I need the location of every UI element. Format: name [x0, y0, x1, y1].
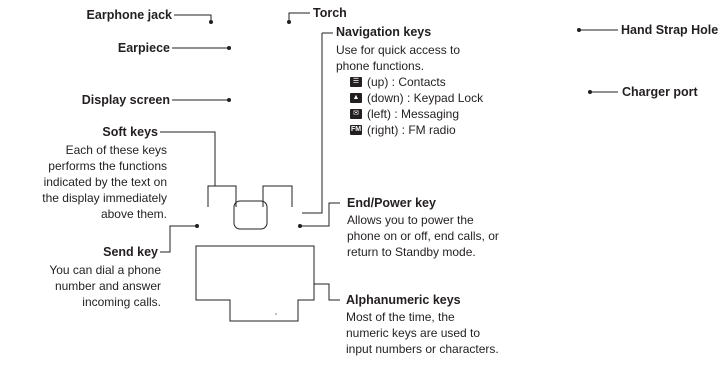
hand-strap-dot	[577, 28, 581, 32]
navigation-keys-leader	[302, 33, 323, 214]
alphanumeric-leader	[314, 283, 340, 301]
earpiece-dot	[227, 46, 231, 50]
send-key-description: You can dial a phone number and answer i…	[49, 263, 161, 309]
navigation-keys-label: Navigation keys	[336, 25, 432, 39]
end-power-key-label: End/Power key	[347, 196, 436, 210]
soft-keys-label: Soft keys	[102, 125, 158, 139]
torch-label: Torch	[313, 6, 347, 20]
end-key-dot	[298, 224, 302, 228]
send-key-leader	[160, 225, 197, 253]
earphone-jack-leader	[174, 14, 212, 22]
nav-item-right: (right) : FM radio	[367, 123, 456, 137]
charger-port-label: Charger port	[622, 85, 698, 99]
soft-keys-leader	[160, 131, 216, 186]
send-key-label: Send key	[103, 245, 158, 259]
navigation-key-outline	[233, 200, 268, 230]
end-power-leader	[300, 202, 340, 227]
torch-leader	[288, 12, 310, 22]
soft-key-bracket-right	[262, 185, 293, 207]
end-power-key-description: Allows you to power the phone on or off,…	[347, 213, 499, 259]
earphone-jack-label: Earphone jack	[86, 8, 172, 22]
nav-item-left: (left) : Messaging	[367, 107, 460, 121]
display-screen-label: Display screen	[81, 93, 170, 107]
soft-key-bracket-left	[207, 185, 237, 207]
alphanumeric-keys-description: Most of the time, the numeric keys are u…	[346, 310, 499, 356]
nav-item-up: (up) : Contacts	[367, 75, 446, 89]
nav-item-down: (down) : Keypad Lock	[367, 91, 484, 105]
alphanumeric-keys-label: Alphanumeric keys	[346, 293, 461, 307]
earphone-jack-dot	[209, 20, 213, 24]
soft-keys-description: Each of these keys performs the function…	[42, 143, 167, 221]
contacts-icon: ☰	[350, 77, 362, 87]
navigation-keys-description: Use for quick access to phone functions.	[336, 43, 461, 73]
charger-port-dot	[588, 90, 592, 94]
torch-dot	[287, 20, 291, 24]
hand-strap-hole-label: Hand Strap Hole	[621, 23, 719, 37]
display-screen-dot	[227, 98, 231, 102]
lock-icon: ▲	[350, 93, 362, 103]
keypad-outline	[195, 245, 315, 322]
earpiece-label: Earpiece	[117, 41, 170, 55]
fm-icon: FM	[350, 125, 362, 135]
send-key-dot	[195, 224, 199, 228]
envelope-icon: ✉	[350, 109, 362, 119]
keypad-small-dot	[275, 313, 277, 315]
